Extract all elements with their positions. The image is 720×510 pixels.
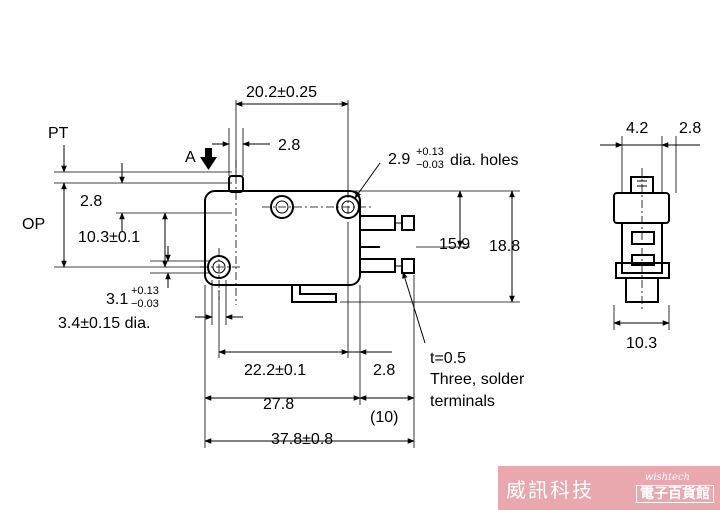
dim-27-8-label: 27.8	[263, 396, 294, 413]
side-2-8-label: 2.8	[679, 120, 701, 137]
dim-3-1-tol-plus: +0.13	[131, 285, 159, 297]
dim-3-4-label: 3.4±0.15 dia.	[58, 315, 150, 332]
dim-2-8-top	[212, 128, 270, 176]
dim-20-2	[235, 100, 349, 196]
label-pt: PT	[48, 125, 69, 142]
dim-18-8-label: 18.8	[489, 238, 520, 255]
label-op: OP	[22, 216, 45, 233]
side-10-3-label: 10.3	[626, 335, 657, 352]
bottom-extension-lines	[204, 228, 415, 448]
left-reference-lines	[54, 171, 232, 268]
watermark-logo: wishtech 電子百貨館	[636, 473, 714, 503]
watermark: 威訊科技 wishtech 電子百貨館	[498, 466, 720, 510]
hole-dia-text: dia. holes	[450, 152, 519, 169]
note-three: Three, solder	[430, 371, 525, 388]
dim-37-8-label: 37.8±0.8	[271, 431, 333, 448]
watermark-subtitle: wishtech	[644, 472, 690, 483]
dim-3-1-tol-minus: −0.03	[131, 298, 159, 310]
actuation-arrow-icon	[200, 148, 217, 170]
dim-10-3-label: 10.3±0.1	[78, 229, 140, 246]
hole-tol-minus: −0.03	[416, 159, 444, 171]
dim-2-8-bottom-label: 2.8	[373, 362, 395, 379]
hole-tol-plus: +0.13	[416, 146, 444, 158]
dim-2-8-top-label: 2.8	[278, 137, 300, 154]
dim-20-2-label: 20.2±0.25	[246, 84, 317, 101]
dim-10-label: (10)	[370, 409, 398, 426]
hole-leader	[354, 162, 381, 199]
watermark-brand: 威訊科技	[506, 477, 594, 502]
watermark-store: 電子百貨館	[636, 485, 714, 503]
side-view	[613, 168, 670, 312]
label-a: A	[185, 149, 196, 166]
dim-15-9-label: 15.9	[439, 236, 470, 253]
dim-22-2-label: 22.2±0.1	[244, 362, 306, 379]
note-terminals: terminals	[430, 393, 495, 410]
dim-2-8-left-label: 2.8	[80, 193, 102, 210]
side-4-2-label: 4.2	[626, 120, 648, 137]
hole-callout: 2.9	[388, 151, 410, 168]
dim-3-1-label: 3.1	[106, 291, 128, 308]
note-t: t=0.5	[430, 350, 466, 367]
